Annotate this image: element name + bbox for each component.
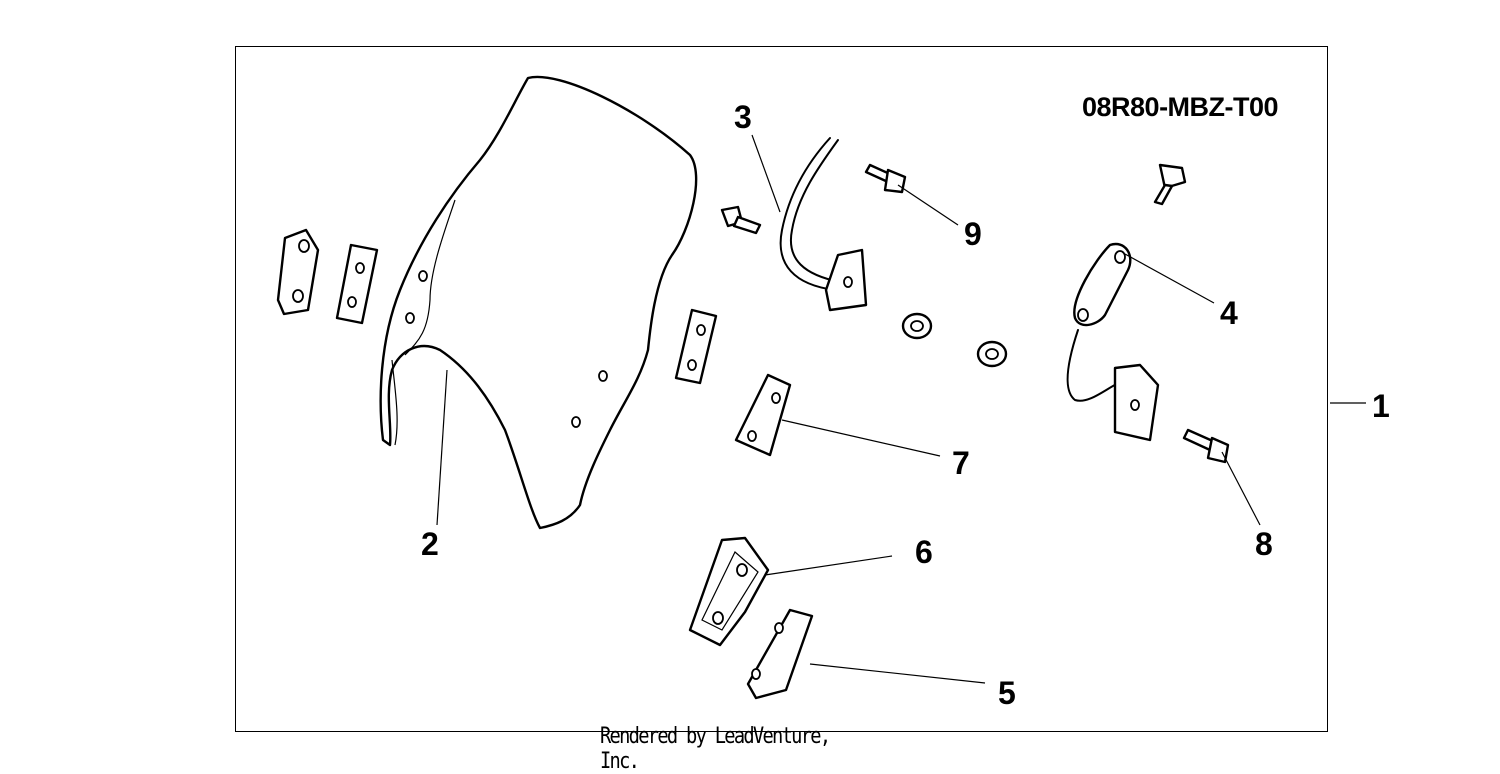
part-number-label: 08R80-MBZ-T00 (1082, 92, 1279, 122)
bolt-left[interactable] (720, 205, 762, 235)
diagram-drawing (276, 75, 1366, 700)
left-plate[interactable] (335, 243, 379, 325)
diagram-frame (235, 46, 1328, 732)
rubber-block-6[interactable] (688, 536, 770, 647)
footer-credit: Rendered by LeadVenture, Inc. (600, 724, 831, 774)
collar-right[interactable] (976, 340, 1008, 368)
callout-9[interactable]: 9 (964, 216, 982, 252)
bolt-top-right[interactable] (1153, 163, 1187, 206)
windscreen-part[interactable] (379, 75, 698, 530)
leader-lines (436, 134, 1366, 684)
parts-diagram: 08R80-MBZ-T00 1 2 3 4 5 6 7 8 9 Rendered… (235, 46, 1390, 774)
callout-6[interactable]: 6 (915, 534, 933, 570)
callout-8[interactable]: 8 (1255, 526, 1273, 562)
rubber-cushion-5[interactable] (746, 608, 814, 700)
bolt-8[interactable] (1182, 428, 1230, 464)
stay-bracket-3[interactable] (779, 137, 868, 312)
collar-left[interactable] (901, 312, 933, 340)
callout-1[interactable]: 1 (1372, 388, 1390, 424)
callout-7[interactable]: 7 (952, 445, 970, 481)
bolt-9[interactable] (864, 163, 907, 194)
rubber-block-7[interactable] (734, 373, 792, 457)
callout-5[interactable]: 5 (998, 675, 1016, 711)
callout-3[interactable]: 3 (734, 99, 752, 135)
left-rubber-pad[interactable] (276, 228, 320, 316)
callout-4[interactable]: 4 (1220, 295, 1238, 331)
callout-2[interactable]: 2 (421, 526, 439, 562)
center-plate[interactable] (674, 308, 718, 385)
stay-bracket-4[interactable] (1066, 242, 1160, 442)
